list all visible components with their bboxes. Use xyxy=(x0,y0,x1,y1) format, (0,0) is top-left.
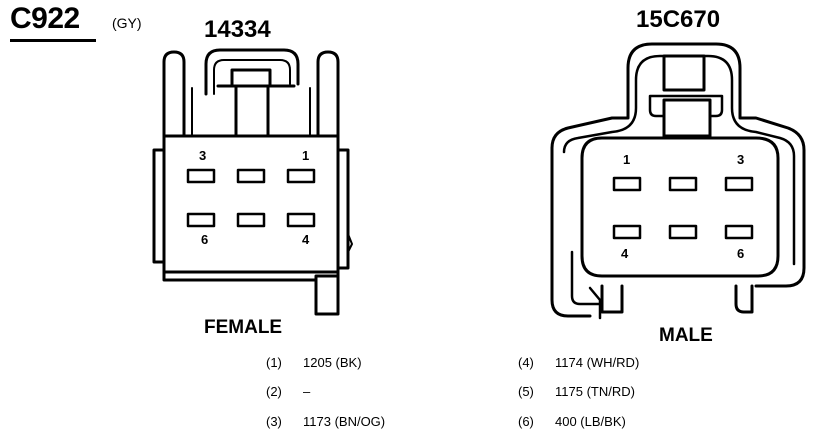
circuit-value: 1174 (WH/RD) xyxy=(555,355,640,370)
male-connector-outline xyxy=(550,42,806,320)
circuit-number: (6) xyxy=(518,414,534,429)
circuit-number: (3) xyxy=(266,414,282,429)
male-pin-label-4: 4 xyxy=(621,246,629,261)
circuit-number: (2) xyxy=(266,384,282,399)
connector-id-underline xyxy=(10,39,96,42)
left-part-number: 14334 xyxy=(204,16,271,43)
circuit-value: 400 (LB/BK) xyxy=(555,414,626,429)
connector-color: (GY) xyxy=(112,15,142,31)
female-connector-outline xyxy=(152,48,353,316)
female-label: FEMALE xyxy=(204,317,283,338)
female-pin-label-4: 4 xyxy=(302,232,310,247)
male-label: MALE xyxy=(659,325,713,346)
circuit-number: (4) xyxy=(518,355,534,370)
female-pin-label-6: 6 xyxy=(201,232,209,247)
circuit-value: – xyxy=(303,384,311,399)
female-pin-label-1: 1 xyxy=(302,148,310,163)
circuit-number: (5) xyxy=(518,384,534,399)
circuit-value: 1173 (BN/OG) xyxy=(303,414,386,429)
circuit-value: 1205 (BK) xyxy=(303,355,362,370)
circuit-value: 1175 (TN/RD) xyxy=(555,384,635,399)
female-pin-label-3: 3 xyxy=(199,148,207,163)
connector-id: C922 xyxy=(10,2,80,35)
right-part-number: 15C670 xyxy=(636,6,721,33)
male-pin-label-1: 1 xyxy=(623,152,631,167)
male-pin-label-6: 6 xyxy=(737,246,745,261)
male-pin-label-3: 3 xyxy=(737,152,745,167)
circuit-number: (1) xyxy=(266,355,282,370)
